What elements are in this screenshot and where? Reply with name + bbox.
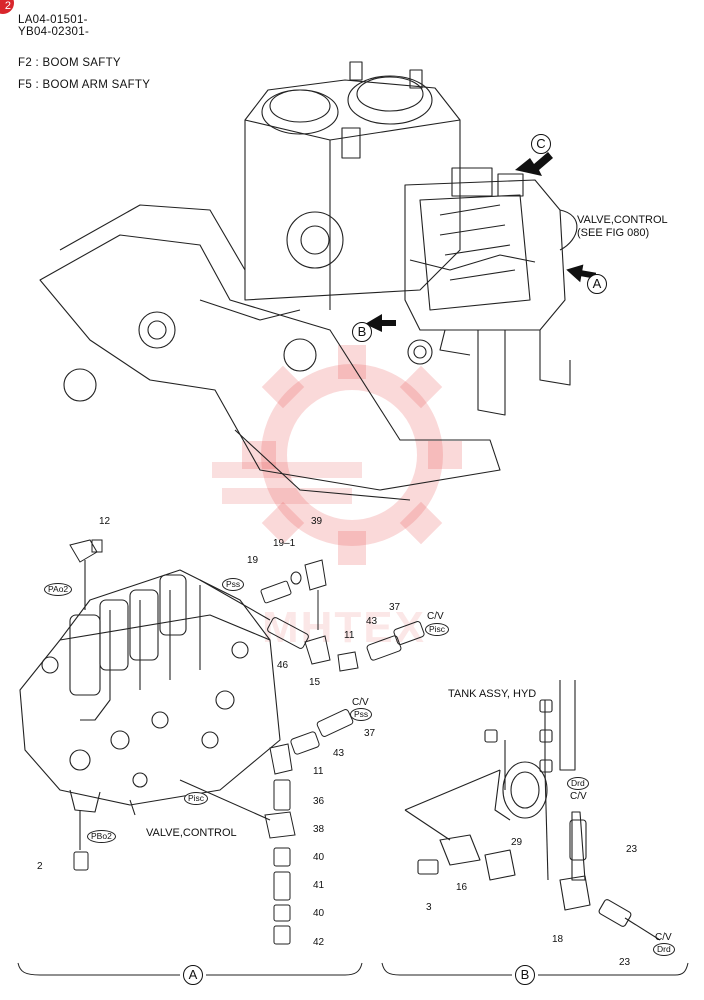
part-36: 36 [313, 796, 325, 807]
port-pisc-b: Pisc [425, 623, 450, 636]
valve-control-label: VALVE,CONTROL [577, 214, 668, 226]
part-37a: 37 [389, 602, 401, 613]
fuse-f2-label: F2 : BOOM SAFTY [18, 57, 121, 69]
cv-label-3: C/V [570, 791, 587, 802]
part-23a: 23 [626, 844, 638, 855]
part-43a: 43 [366, 616, 378, 627]
part-15: 15 [309, 677, 321, 688]
part-40a: 40 [313, 852, 325, 863]
port-drd-1: Drd [567, 777, 589, 790]
tank-assy-label: TANK ASSY, HYD [448, 688, 537, 700]
part-11b: 11 [313, 766, 324, 777]
part-2: 2 [37, 861, 43, 872]
view-marker-b: B [352, 322, 372, 342]
fuse-f5-label: F5 : BOOM ARM SAFTY [18, 79, 151, 91]
cv-label-1: C/V [427, 611, 444, 622]
part-12: 12 [99, 516, 111, 527]
part-39: 39 [311, 516, 323, 527]
cv-label-4: C/V [655, 932, 672, 943]
page-badge: 2 [0, 0, 14, 14]
valve-control-bottom-label: VALVE,CONTROL [146, 827, 237, 839]
model-code-2: YB04-02301- [18, 26, 90, 38]
part-41: 41 [313, 880, 325, 891]
part-29: 29 [511, 837, 523, 848]
model-code-1: LA04-01501- [18, 14, 88, 26]
part-19-1: 19–1 [273, 538, 296, 549]
part-16: 16 [456, 882, 468, 893]
port-drd-2: Drd [653, 943, 675, 956]
port-pisc-a: Pisc [184, 792, 209, 805]
port-pao2: PAo2 [44, 583, 73, 596]
cv-label-2: C/V [352, 697, 369, 708]
part-23b: 23 [619, 957, 631, 968]
port-pss-b: Pss [350, 708, 373, 721]
part-40b: 40 [313, 908, 325, 919]
view-marker-c: C [531, 134, 551, 154]
part-42: 42 [313, 937, 325, 948]
view-marker-a: A [587, 274, 607, 294]
part-19: 19 [247, 555, 259, 566]
part-11a: 11 [344, 630, 355, 641]
section-marker-b: B [515, 965, 535, 985]
part-18: 18 [552, 934, 564, 945]
part-38: 38 [313, 824, 325, 835]
watermark-text: MHTEX [262, 603, 426, 652]
see-fig-label: (SEE FIG 080) [577, 227, 650, 239]
part-46: 46 [277, 660, 289, 671]
part-3: 3 [426, 902, 432, 913]
part-43b: 43 [333, 748, 345, 759]
port-pbo2: PBo2 [87, 830, 116, 843]
part-37b: 37 [364, 728, 376, 739]
port-pss-a: Pss [222, 578, 245, 591]
section-marker-a: A [183, 965, 203, 985]
